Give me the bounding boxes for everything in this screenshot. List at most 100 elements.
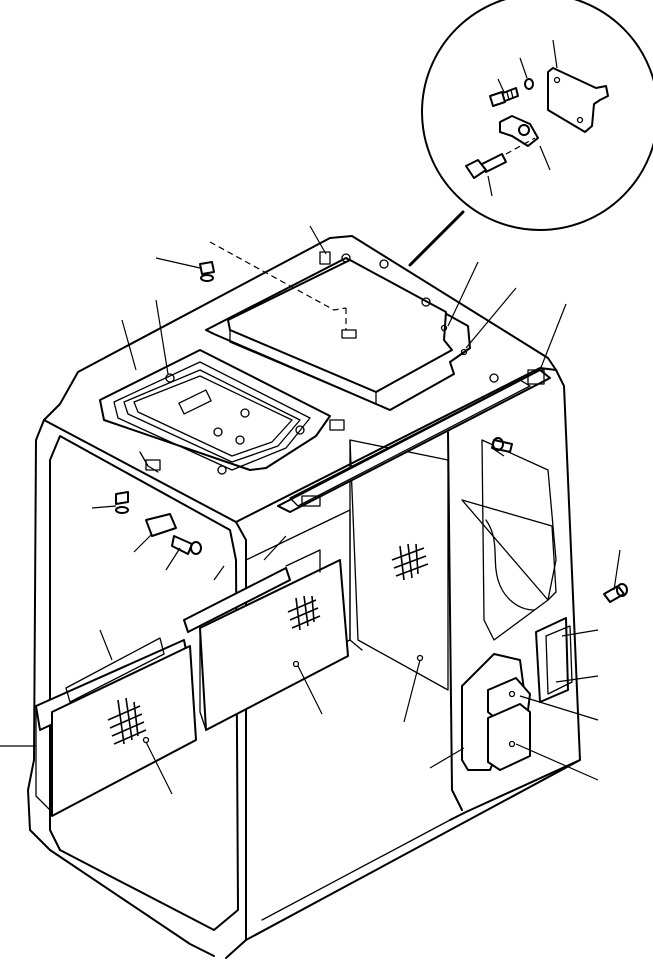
pad-hole (508, 690, 516, 698)
leader-line (145, 741, 173, 795)
roof-hatch-group (99, 349, 331, 475)
leader-line (155, 299, 169, 375)
bracket-plate (547, 67, 609, 133)
front-panel-strip-inner (65, 637, 165, 703)
leader-line (403, 659, 421, 723)
side-panel-strip (183, 567, 291, 633)
bolt-head (616, 583, 628, 597)
leader-line (555, 675, 599, 683)
latch-pin (518, 124, 530, 136)
panel-tab (285, 549, 321, 573)
leader-line (99, 629, 113, 661)
front-corner-pillar (225, 521, 247, 959)
small-bracket (145, 513, 177, 537)
leader-line (515, 743, 599, 781)
headliner-group (205, 241, 499, 431)
leader-line (297, 665, 323, 715)
pad-hole (508, 740, 516, 748)
roof-hatch-seal-inner (123, 369, 301, 463)
roof-hatch-seal-outer (113, 361, 311, 471)
leader-line (613, 549, 621, 591)
leader-line (133, 533, 153, 553)
headliner-hole (440, 324, 448, 332)
fasteners (115, 261, 628, 603)
bolt (603, 585, 625, 603)
leader-line (487, 175, 493, 197)
headliner-clip (341, 329, 357, 339)
hatch-screw (240, 408, 250, 418)
screw-head (190, 541, 202, 555)
leader-line (155, 257, 201, 269)
leader-line (539, 145, 551, 171)
hatch-handle (178, 389, 212, 415)
hatch-hinge-plate (145, 459, 161, 471)
leader-line (447, 261, 479, 327)
bolt-head (465, 159, 487, 179)
assembly-axis (209, 241, 347, 311)
hatch-screw (165, 373, 175, 383)
bolt-head (492, 437, 504, 451)
roof-bolt (421, 297, 431, 307)
rear-trim-panel (535, 617, 569, 703)
detail-connector-line (408, 210, 465, 267)
leader-line (539, 303, 567, 371)
bolt-head (489, 91, 506, 107)
leader-line (561, 629, 599, 637)
hatch-screw (217, 465, 227, 475)
bolt-thread (506, 91, 510, 101)
screw (171, 535, 193, 555)
leader-line (121, 319, 137, 371)
rail-end-bracket (527, 369, 545, 385)
rear-wall-panel (349, 439, 449, 691)
roof-bolt (489, 373, 499, 383)
assembly-axis (505, 137, 536, 155)
leader-line (429, 747, 465, 769)
leader-line (552, 39, 558, 69)
washer (524, 78, 534, 90)
leader-line (519, 695, 599, 721)
leader-line (309, 225, 327, 255)
bolt-shank (481, 153, 507, 173)
rail-bracket (301, 495, 321, 507)
hatch-screw (213, 427, 223, 437)
roof-trim-rail (277, 369, 551, 513)
roof-hatch-frame (99, 349, 331, 471)
hatch-screw (235, 435, 245, 445)
panel-hole (416, 654, 424, 662)
detail-circle (421, 0, 653, 231)
lower-panels (35, 499, 573, 817)
bolt-shank (502, 87, 519, 102)
washer (115, 506, 129, 514)
roof-edge (43, 235, 557, 421)
hatch-hinge (139, 451, 159, 473)
mesh-pattern (391, 543, 429, 581)
pad-lower (487, 703, 531, 771)
bracket-hole (576, 116, 584, 124)
rear-trim-strip (461, 499, 557, 601)
roof-bolt (341, 253, 351, 263)
detail-view (408, 0, 653, 267)
mount-bracket (319, 251, 331, 265)
leader-line (497, 78, 505, 93)
headliner-panel-edge (229, 329, 377, 405)
left-front-pillar (27, 419, 215, 957)
leader-line (91, 505, 117, 509)
trim-rail-group (139, 369, 551, 513)
leader-line (519, 57, 528, 79)
leader-line (263, 535, 287, 561)
roof-hatch-glass (133, 375, 293, 457)
front-window-frame (49, 435, 239, 931)
rear-trim-panel-inner (545, 625, 573, 695)
mesh-pattern (287, 595, 321, 631)
floor-inner-edge (261, 819, 451, 921)
roof-right-edge (235, 367, 557, 523)
bolt-head (115, 491, 129, 505)
panel-hole (292, 660, 300, 668)
wiring-harness (485, 519, 535, 611)
roof-trim-rail-inner (289, 379, 531, 507)
hatch-screw (295, 425, 305, 435)
bolt-thread (510, 89, 514, 99)
front-panel-edge (35, 705, 53, 813)
